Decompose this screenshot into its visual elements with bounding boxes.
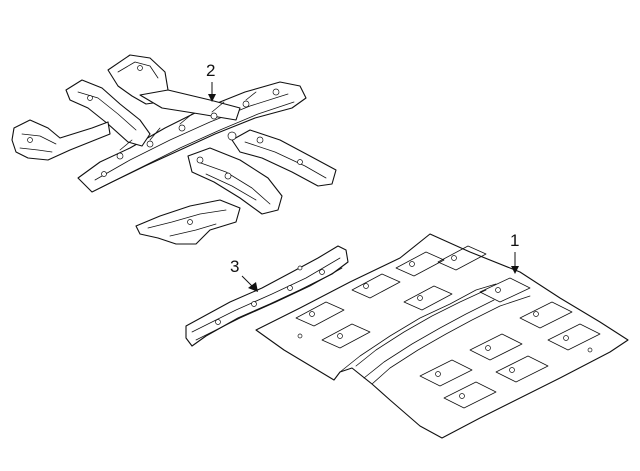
callout-label-3: 3 <box>230 257 239 276</box>
side-rail-part-3 <box>185 245 349 347</box>
callout-group: 2 1 3 <box>206 61 519 292</box>
callout-label-2: 2 <box>206 61 215 80</box>
callout-arrow-3 <box>248 282 258 292</box>
callout-arrow-2 <box>208 94 216 102</box>
frame-assembly-part-2 <box>11 54 337 245</box>
callout-label-1: 1 <box>510 231 519 250</box>
callout-leader-3 <box>241 275 253 287</box>
callout-arrow-1 <box>511 266 519 274</box>
floor-pan-part-1 <box>255 233 629 439</box>
